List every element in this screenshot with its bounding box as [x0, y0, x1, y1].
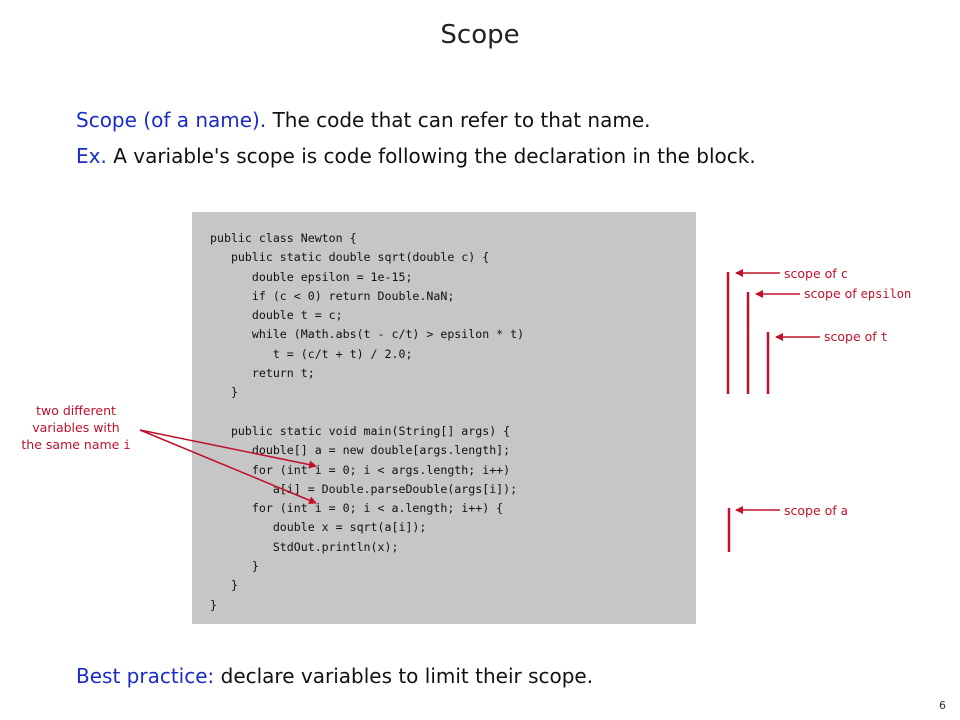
annotation-line-1: two different [36, 403, 116, 418]
scope-label-t-name: t [880, 330, 888, 344]
annotation-variable-name: i [123, 438, 131, 452]
annotation-arrow-second-i [139, 429, 317, 505]
scope-label-t: scope of t [824, 329, 888, 344]
scope-label-c-prefix: scope of [784, 266, 837, 281]
scope-label-a-name: a [840, 504, 848, 518]
annotation-line-2: variables with [32, 420, 120, 435]
scope-label-epsilon: scope of epsilon [804, 286, 911, 301]
annotation-note: two different variables with the same na… [6, 402, 146, 454]
scope-label-a-prefix: scope of [784, 503, 837, 518]
example-prefix: Ex. [76, 144, 107, 168]
scope-label-epsilon-name: epsilon [860, 287, 912, 301]
annotation-line-3: the same name i [6, 436, 146, 454]
best-practice-line: Best practice: declare variables to limi… [76, 664, 593, 688]
best-practice-text: declare variables to limit their scope. [220, 664, 594, 688]
annotation-line-3-text: the same name [21, 437, 120, 452]
page-number: 6 [939, 699, 946, 712]
slide-title: Scope [440, 20, 520, 50]
definition-line: Scope (of a name). The code that can ref… [76, 108, 650, 132]
scope-label-t-prefix: scope of [824, 329, 877, 344]
example-text: A variable's scope is code following the… [113, 144, 756, 168]
definition-term: Scope (of a name). [76, 108, 267, 132]
definition-text: The code that can refer to that name. [272, 108, 651, 132]
scope-label-epsilon-prefix: scope of [804, 286, 857, 301]
best-practice-term: Best practice: [76, 664, 215, 688]
scope-label-c-name: c [840, 267, 848, 281]
code-listing: public class Newton { public static doub… [210, 231, 525, 612]
scope-label-a: scope of a [784, 503, 848, 518]
scope-label-c: scope of c [784, 266, 848, 281]
example-line: Ex. A variable's scope is code following… [76, 144, 756, 168]
annotation-arrow-first-i [139, 429, 317, 469]
code-block: public class Newton { public static doub… [192, 212, 696, 624]
